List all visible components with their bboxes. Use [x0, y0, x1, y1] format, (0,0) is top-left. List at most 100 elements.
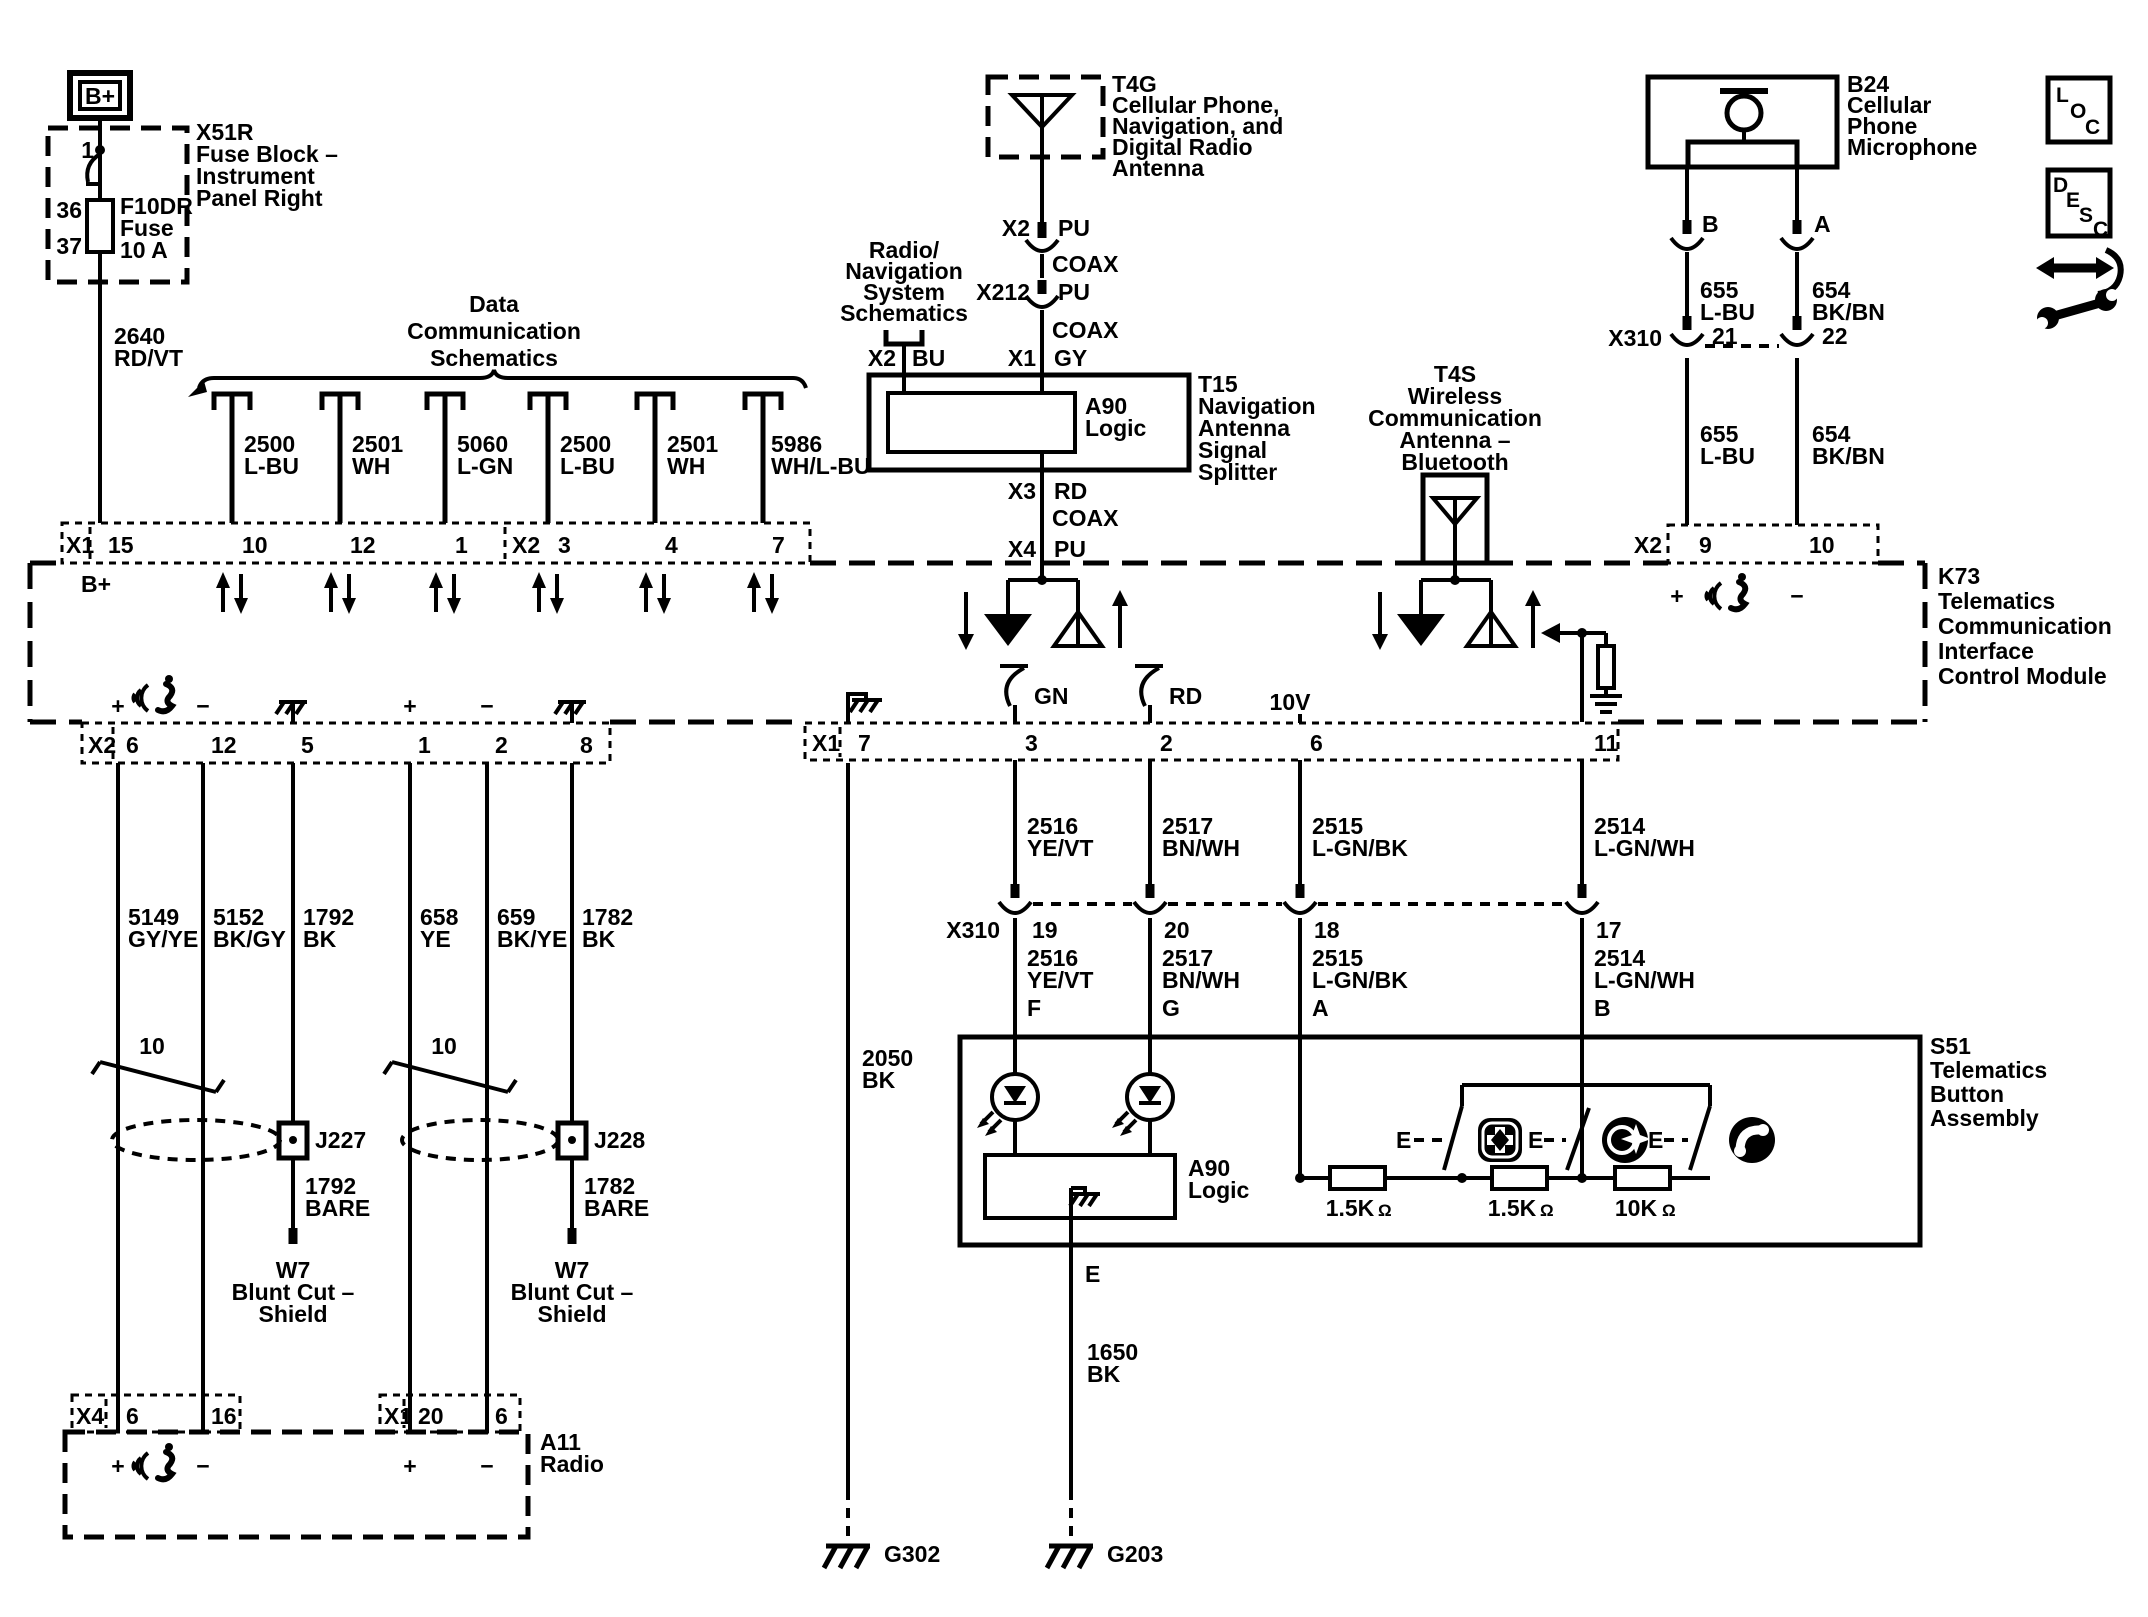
pin-11: 11: [1594, 730, 1619, 756]
chassis-ground-icon: [821, 1543, 871, 1570]
t15-name-line: Splitter: [1198, 459, 1277, 485]
pin-10: 10: [1809, 532, 1835, 558]
rx-tx-antenna-pair: [958, 563, 1128, 650]
k73-label: K73 Telematics Communication Interface C…: [1938, 563, 2112, 689]
ground-icon: [274, 700, 307, 723]
pin-7: 7: [858, 730, 871, 756]
radio-nav-line: Navigation: [845, 258, 963, 284]
w7-blunt-cut-label: W7 Blunt Cut – Shield: [232, 1257, 355, 1327]
t15-box: [866, 372, 1192, 473]
desc-letter: D: [2053, 174, 2068, 197]
coax-label: COAX: [1052, 251, 1119, 277]
k73-id: K73: [1938, 563, 1980, 589]
b24-name-line: Microphone: [1847, 134, 1977, 160]
t4s-id: T4S: [1434, 361, 1476, 387]
b24-name-line: Cellular: [1847, 92, 1931, 118]
updown-arrow-icon: [429, 572, 461, 614]
t15-gy-label: GY: [1054, 345, 1087, 371]
data-stub: 2501 WH: [319, 391, 403, 523]
inline-connector-icon: [997, 900, 1033, 915]
inline-connector-icon: [1779, 236, 1815, 251]
wire-1792-bare-num: 1792: [305, 1173, 356, 1199]
mic-plus: +: [1670, 583, 1683, 609]
b24-pin-b: B: [1702, 211, 1719, 237]
pin37-label: 37: [56, 233, 82, 259]
stub-wire-num: 2500: [560, 431, 611, 457]
wire-2517-num: 2517: [1162, 813, 1213, 839]
t15-id: T15: [1198, 371, 1238, 397]
k73-name-line: Interface: [1938, 638, 2034, 664]
resistor-icon: [1328, 1165, 1387, 1191]
w7-line: Blunt Cut –: [511, 1279, 634, 1305]
wire-1650-num: 1650: [1087, 1339, 1138, 1365]
k73-name-line: Telematics: [1938, 588, 2055, 614]
stub-wire-color: L-BU: [244, 453, 299, 479]
radio-nav-line: System: [863, 279, 945, 305]
resistor-icon: [1490, 1165, 1549, 1191]
wire-654-color: BK/BN: [1812, 299, 1885, 325]
inline-connector-icon: [1669, 332, 1705, 347]
t15-rd-label: RD: [1054, 478, 1087, 504]
t4g-pu2-label: PU: [1058, 279, 1090, 305]
data-stub: 2500 L-BU: [527, 391, 615, 523]
wire-2640-color: RD/VT: [114, 345, 183, 371]
wire-1792-num: 1792: [303, 904, 354, 930]
s51-pin-e: E: [1085, 1261, 1100, 1287]
wire-2514-num: 2514: [1594, 813, 1645, 839]
g203-label: G203: [1107, 1541, 1163, 1567]
emergency-button-icon: [1478, 1118, 1522, 1162]
data-stub: 2501 WH: [634, 391, 718, 523]
wire-659-color: BK/YE: [497, 926, 567, 952]
battery-feed: B+ 1 36 37 F10DR Fuse 10 A X51R Fuse Blo…: [45, 70, 338, 523]
a11-x1-label: X1: [384, 1403, 412, 1429]
x1-bottom-label: X1: [812, 730, 840, 756]
t4g-name-line: Navigation, and: [1112, 113, 1283, 139]
repair-arrow-wrench-icon: [2036, 247, 2124, 329]
data-direction-arrows: [216, 572, 779, 614]
t15-x1-label: X1: [1008, 345, 1036, 371]
led-indicator-icon: [1112, 1037, 1175, 1155]
k73-top-connector-row: X1 15 10 12 1 X2 3 4 7 B+: [60, 521, 812, 597]
wire-2516-color: YE/VT: [1027, 967, 1093, 993]
voice-mic-icon: [131, 675, 177, 715]
desc-letter: S: [2079, 204, 2093, 227]
stub-wire-num: 2501: [352, 431, 403, 457]
x2-bottom-label: X2: [88, 732, 116, 758]
left-arrow-icon: [1541, 623, 1560, 643]
desc-icon: D E S C: [2045, 167, 2113, 241]
data-comm-title: Data: [469, 291, 519, 317]
data-stubs: 2500 L-BU 2501 WH 5060 L-GN 2500 L-BU 25…: [211, 391, 871, 523]
a11-id: A11: [540, 1429, 581, 1455]
w7-blunt-cut-label: W7 Blunt Cut – Shield: [511, 1257, 634, 1327]
pin-19: 19: [1032, 917, 1058, 943]
k73-name-line: Control Module: [1938, 663, 2107, 689]
wire-655-color: L-BU: [1700, 299, 1755, 325]
wire-2517-num: 2517: [1162, 945, 1213, 971]
s51-box: [957, 1034, 1923, 1248]
data-stub: 5060 L-GN: [424, 391, 513, 523]
a11-name: Radio: [540, 1451, 604, 1477]
twisted-pair-marker: 10: [382, 1033, 518, 1094]
connector-row-box: [378, 1393, 522, 1434]
s51-pin-b: B: [1594, 995, 1611, 1021]
a11-box: [62, 1429, 531, 1540]
updown-arrow-icon: [324, 572, 356, 614]
k73-right-connector-row: X2 9 10 + −: [1634, 523, 1880, 613]
t15-pu-label: PU: [1054, 536, 1086, 562]
k73-module-outline: [27, 560, 1928, 725]
wire-2640-num: 2640: [114, 323, 165, 349]
s51-logic-box: [983, 1153, 1177, 1220]
t4s-antenna: T4S Wireless Communication Antenna – Blu…: [1368, 361, 1542, 650]
coax-label: COAX: [1052, 317, 1119, 343]
pin-8: 8: [580, 732, 593, 758]
inline-connector-icon: [1282, 900, 1318, 915]
s51-name-line: Assembly: [1930, 1105, 2039, 1131]
phone-button-icon: [1729, 1117, 1775, 1163]
w7-line: Blunt Cut –: [232, 1279, 355, 1305]
stub-wire-color: WH/L-BU: [771, 453, 871, 479]
wire-655-num: 655: [1700, 421, 1739, 447]
updown-arrow-icon: [532, 572, 564, 614]
